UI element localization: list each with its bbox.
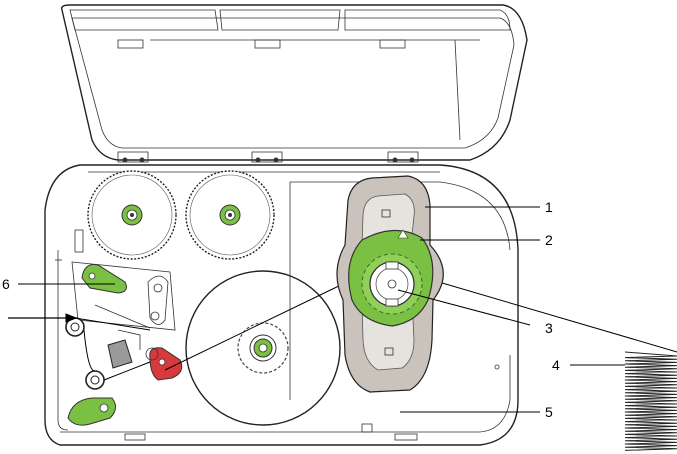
- ribbon-rewind-roller: [186, 171, 274, 259]
- callout-3-label: 3: [545, 320, 553, 336]
- callout-1-label: 1: [545, 199, 553, 215]
- hinge-left: [118, 152, 148, 163]
- ribbon-supply-roller: [88, 171, 176, 259]
- callout-2-label: 2: [545, 232, 553, 248]
- printhead-release-lever[interactable]: [68, 398, 116, 425]
- cover-lid: [62, 5, 527, 163]
- media-fanfold-stack: [625, 352, 677, 450]
- internal-rewinder: [186, 271, 340, 425]
- hinge-right: [388, 152, 418, 163]
- callout-4-label: 4: [552, 357, 560, 373]
- hinge-middle: [252, 152, 282, 163]
- dancer-lever[interactable]: [82, 265, 126, 293]
- fanfold-zigzag: [625, 352, 677, 450]
- ribbon-guide-tab: [75, 230, 83, 252]
- callout-6-label: 6: [2, 276, 10, 292]
- supply-spindle[interactable]: [370, 262, 414, 306]
- print-mechanism: [66, 262, 182, 425]
- callout-5-label: 5: [545, 404, 553, 420]
